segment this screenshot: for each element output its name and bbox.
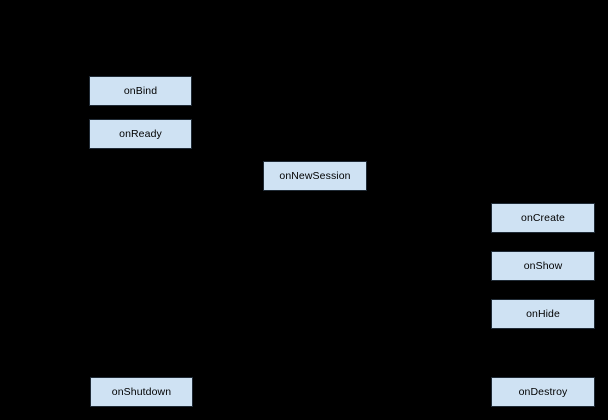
node-label: onReady — [119, 127, 162, 140]
node-label: onShow — [523, 259, 563, 272]
node-onhide: onHide — [491, 299, 595, 329]
node-label: onCreate — [521, 211, 565, 224]
node-onshutdown: onShutdown — [90, 377, 193, 407]
node-label: onShutdown — [111, 385, 172, 398]
node-onnewsession: onNewSession — [263, 161, 367, 191]
node-onready: onReady — [89, 119, 192, 149]
node-onshow: onShow — [491, 251, 595, 281]
node-label: onHide — [526, 307, 560, 320]
node-oncreate: onCreate — [491, 203, 595, 233]
node-label: onBind — [123, 84, 158, 97]
node-label: onDestroy — [518, 385, 568, 398]
node-label: onNewSession — [279, 169, 351, 182]
node-onbind: onBind — [89, 76, 192, 106]
node-ondestroy: onDestroy — [491, 377, 595, 407]
